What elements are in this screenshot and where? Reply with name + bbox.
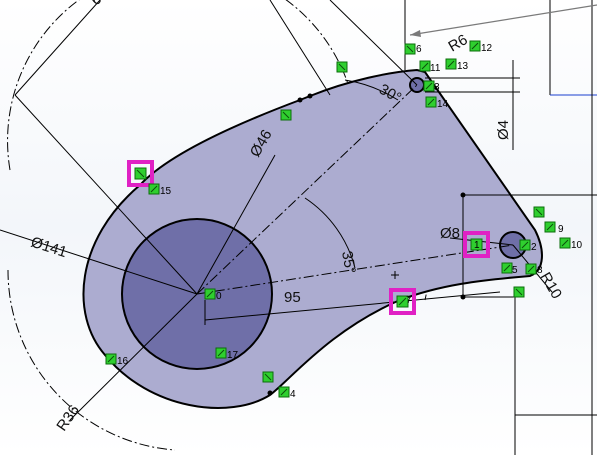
relation-17[interactable]: 17 [215,347,239,361]
svg-text:9: 9 [558,224,564,235]
svg-text:3: 3 [434,82,440,93]
svg-text:2: 2 [531,242,537,253]
relation-14[interactable]: 14 [425,96,449,110]
ext-line-top2[interactable] [269,0,331,96]
svg-text:15: 15 [160,186,172,197]
sketch-point-marker[interactable] [391,271,399,279]
dim-line-r36[interactable] [69,293,198,421]
svg-text:8: 8 [537,265,543,276]
dim-line-46[interactable] [196,154,276,295]
relation-4[interactable]: 4 [262,371,296,400]
svg-text:12: 12 [481,43,493,54]
dim-text-d8[interactable]: Ø8 [440,225,460,242]
dim-text-141[interactable]: Ø141 [29,234,69,262]
arrow-gray-head [410,30,421,37]
ext-line-top-left[interactable] [14,94,198,295]
relation-9[interactable]: 9 [533,206,564,235]
ext-line-top3[interactable] [329,0,418,86]
relation-2[interactable]: 2 [519,239,537,253]
vertex-point[interactable] [460,294,466,300]
relation-extra[interactable] [280,109,292,121]
relation-16[interactable]: 16 [105,353,129,367]
vertex-point[interactable] [297,97,303,103]
relation-3[interactable]: 3 [423,80,440,93]
relation-1[interactable]: 1 [463,231,490,258]
svg-text:7: 7 [406,295,412,306]
dim-text-r36[interactable]: R36 [53,402,83,434]
svg-text:11: 11 [430,63,441,74]
relation-11[interactable]: 11 [419,60,441,74]
relation-10[interactable]: 10 [559,237,583,251]
svg-text:6: 6 [416,44,422,55]
centerline-30[interactable] [196,84,418,295]
dim-text-r6[interactable]: R6 [446,31,471,55]
dim-line-95[interactable] [204,291,501,321]
relation-0[interactable]: 0 [204,288,222,302]
vertex-point[interactable] [307,93,313,99]
construction-circle-141[interactable] [7,0,351,171]
ext-line-top[interactable] [14,0,101,96]
relation-15[interactable]: 15 [127,160,172,197]
svg-text:1: 1 [474,240,480,251]
svg-text:4: 4 [290,389,296,400]
relation-6[interactable]: 6 [336,43,422,73]
relation-7[interactable]: 7 [389,288,416,315]
svg-text:5: 5 [512,265,518,276]
dim-text-d4[interactable]: Ø4 [495,120,512,140]
svg-text:17: 17 [227,350,239,361]
svg-text:13: 13 [457,61,469,72]
relation-5[interactable]: 5 [501,262,518,276]
dim-text-35[interactable]: 35° [338,250,359,275]
dim-text-partial-top[interactable]: 6 [88,0,105,9]
svg-text:0: 0 [216,291,222,302]
angle-arc-35[interactable] [304,197,356,269]
relation-13[interactable]: 13 [445,58,469,72]
relation-8[interactable]: 8 [513,263,543,298]
dim-text-95[interactable]: 95 [284,289,301,306]
vertex-point[interactable] [460,192,466,198]
dim-line-141[interactable] [0,229,198,295]
angle-arc-30[interactable] [344,79,399,101]
vertex-point[interactable] [267,390,273,396]
svg-text:10: 10 [571,240,583,251]
construction-circle-141-lower[interactable] [7,269,176,451]
svg-text:16: 16 [117,356,129,367]
centerline-horizontal[interactable] [196,244,514,295]
arrow-gray[interactable] [409,4,597,36]
svg-text:14: 14 [437,99,449,110]
relation-12[interactable]: 12 [469,40,493,54]
